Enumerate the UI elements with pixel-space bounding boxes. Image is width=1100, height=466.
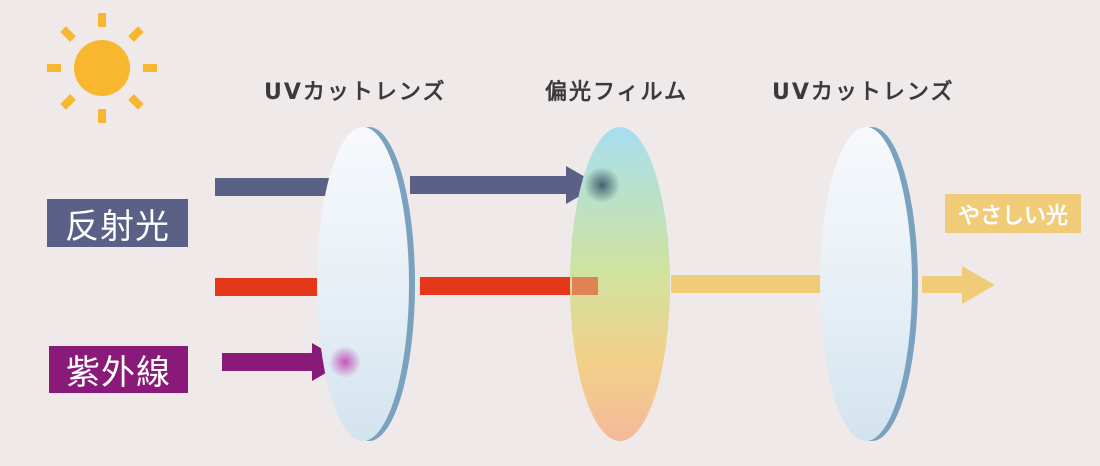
lens-right-label: UVカットレンズ bbox=[772, 80, 955, 105]
gentle-ray-mid bbox=[671, 275, 851, 293]
reflected-ray-arrow bbox=[410, 166, 599, 204]
gentle-light-arrow bbox=[922, 266, 995, 304]
uv-cut-lens-right bbox=[820, 127, 918, 441]
polarizing-film bbox=[570, 127, 670, 441]
red-ray-in bbox=[215, 278, 351, 296]
reflected-absorption-spot bbox=[584, 167, 620, 203]
uv-absorption-spot bbox=[329, 346, 361, 378]
red-ray-mid bbox=[420, 277, 598, 295]
uv-light-tag: 紫外線 bbox=[49, 346, 188, 393]
reflected-ray-in bbox=[215, 178, 351, 196]
uv-cut-lens-left bbox=[317, 127, 415, 441]
lens-left-label: UVカットレンズ bbox=[264, 80, 447, 105]
sun-icon bbox=[47, 13, 157, 123]
film-label: 偏光フィルム bbox=[545, 80, 689, 105]
gentle-light-tag: やさしい光 bbox=[945, 194, 1081, 233]
reflected-light-tag: 反射光 bbox=[47, 199, 188, 247]
red-ray-film-edge bbox=[572, 277, 598, 295]
